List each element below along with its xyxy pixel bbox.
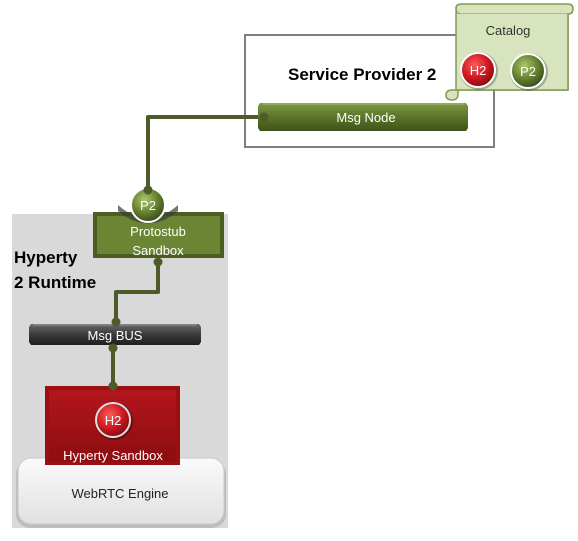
dot-msgbus-bottom [108,343,118,353]
catalog-title: Catalog [486,23,531,38]
catalog-h2-label: H2 [470,63,487,78]
service-provider-title: Service Provider 2 [288,65,436,84]
connectors [111,115,264,386]
runtime-title-line2: 2 Runtime [14,273,96,292]
msg-node-bar: Msg Node [258,103,468,131]
msg-bus-bar: Msg BUS [29,324,201,345]
hyperty-sandbox-label: Hyperty Sandbox [63,448,163,463]
hyperty-h2-badge: H2 [95,402,133,440]
protostub-sandbox: Protostub Sandbox [93,212,224,258]
hyperty-h2-label: H2 [105,413,122,428]
dot-protostub-bottom [153,257,163,267]
runtime-title-line1: Hyperty [14,248,78,267]
dot-protostub-top [143,185,153,195]
catalog-p2-label: P2 [520,64,536,79]
catalog-scroll: Catalog H2 P2 [445,3,574,101]
protostub-p2-badge: P2 [118,187,178,224]
protostub-label-line2: Sandbox [132,243,184,258]
protostub-label-line1: Protostub [130,224,186,239]
connector-protostub-to-msgbus [114,262,160,322]
catalog-h2-badge: H2 [460,52,498,90]
msg-node-label: Msg Node [336,110,395,125]
protostub-p2-label: P2 [140,198,156,213]
catalog-p2-badge: P2 [510,53,548,91]
dot-hyperty-top [108,381,118,391]
dot-msgbus-top [111,317,121,327]
connector-dots [108,112,269,391]
msg-bus-label: Msg BUS [88,328,143,343]
webrtc-label: WebRTC Engine [71,486,168,501]
connector-msgnode-to-protostub [146,115,264,192]
webrtc-engine: WebRTC Engine [16,457,226,528]
dot-msgnode [259,112,269,122]
